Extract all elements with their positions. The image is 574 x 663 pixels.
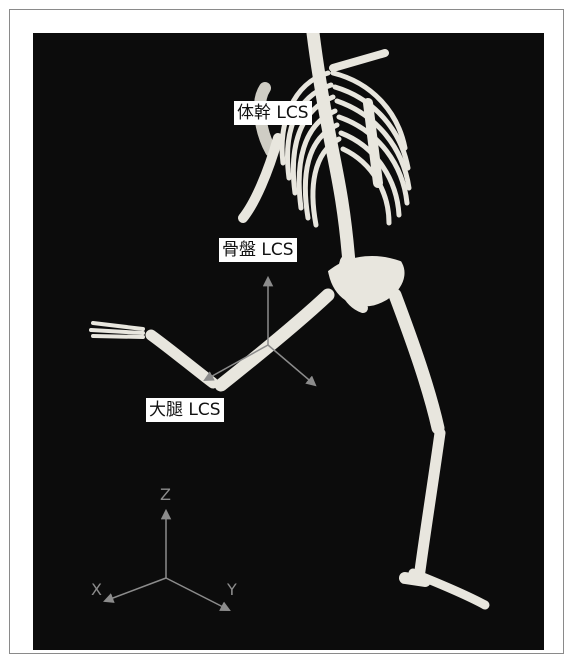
foot-left — [91, 323, 143, 337]
global-axes-triad — [105, 511, 229, 610]
femur-right — [395, 295, 438, 428]
axis-x-label: X — [91, 580, 102, 599]
skeleton-scene: Z X Y — [33, 33, 544, 650]
humerus — [243, 138, 278, 218]
axis-y-label: Y — [226, 580, 237, 599]
trunk-lcs-label: 体幹 LCS — [234, 101, 312, 125]
clavicle — [333, 53, 385, 68]
render-viewport: Z X Y 体幹 LCS 骨盤 LCS 大腿 LCS — [33, 33, 544, 650]
femur-left — [221, 295, 328, 385]
tibia-right — [419, 433, 440, 578]
pelvis-lcs-label: 骨盤 LCS — [219, 238, 297, 262]
thigh-lcs-label: 大腿 LCS — [146, 398, 224, 422]
local-axes-triad — [205, 278, 315, 385]
tibia-left — [151, 335, 213, 383]
axis-z-label: Z — [160, 485, 171, 504]
